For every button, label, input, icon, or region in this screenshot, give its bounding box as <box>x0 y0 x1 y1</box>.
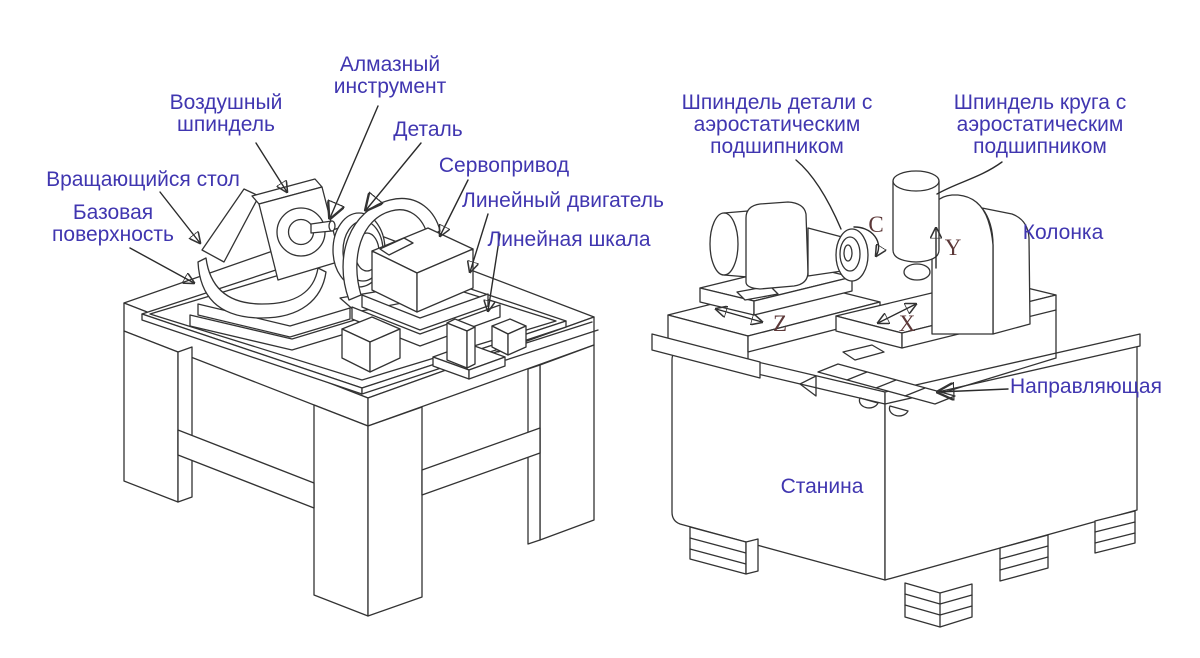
bed-feet <box>689 510 1136 628</box>
small-cube-block <box>341 316 401 373</box>
right-leader-lines <box>795 159 1009 392</box>
label-work-spindle: Шпиндель детали с аэростатическим подшип… <box>681 91 873 158</box>
label-servo-drive: Сервопривод <box>438 154 570 177</box>
left-leader-arrows <box>129 105 501 311</box>
label-column: Колонка <box>1022 221 1104 244</box>
machine-bed <box>671 343 1138 581</box>
axis-letter-y: Y <box>944 235 962 260</box>
left-machine-drawing <box>123 105 599 617</box>
label-guideway: Направляющая <box>1010 375 1162 398</box>
linear-scale-plate <box>432 318 506 380</box>
leader-wheel-spindle <box>936 161 1003 195</box>
label-rotary-table: Вращающийся стол <box>46 168 240 191</box>
rotary-table-assembly <box>189 178 359 351</box>
c-axis-arrow <box>853 226 879 256</box>
wheel-spindle-cylinder <box>892 170 940 281</box>
leader-linear-motor <box>470 213 489 272</box>
label-wheel-spindle: Шпиндель круга с аэростатическим подшипн… <box>953 91 1127 158</box>
leader-servo <box>440 179 469 236</box>
z-axis-arrow <box>716 309 762 322</box>
guideway-band <box>799 363 956 417</box>
leader-diamond-tool <box>330 105 379 218</box>
leader-guideway <box>938 389 1009 392</box>
x-axis-arrow <box>878 304 916 323</box>
axis-letter-z: Z <box>772 311 788 336</box>
label-linear-scale: Линейная шкала <box>487 228 651 251</box>
axis-arrows <box>716 226 936 323</box>
axis-letter-c: C <box>868 212 884 237</box>
column-shape <box>931 194 1031 335</box>
leader-linear-scale <box>488 233 501 311</box>
label-workpiece: Деталь <box>393 118 463 141</box>
label-diamond-tool: Алмазный инструмент <box>333 53 447 98</box>
linear-motor-block <box>351 227 501 347</box>
label-air-spindle: Воздушный шпиндель <box>169 91 283 136</box>
leader-workpiece <box>366 142 422 210</box>
leader-work-spindle <box>795 159 842 230</box>
right-machine-drawing <box>651 159 1141 628</box>
work-spindle-assembly <box>699 201 869 316</box>
leader-rotary-table <box>159 191 200 243</box>
axis-letter-x: X <box>898 311 916 336</box>
leader-air-spindle <box>255 142 287 192</box>
label-linear-motor: Линейный двигатель <box>462 189 664 212</box>
label-base-surface: Базовая поверхность <box>52 201 174 246</box>
leader-base-surface <box>129 247 194 283</box>
small-block <box>491 318 527 356</box>
label-bed: Станина <box>780 475 864 498</box>
